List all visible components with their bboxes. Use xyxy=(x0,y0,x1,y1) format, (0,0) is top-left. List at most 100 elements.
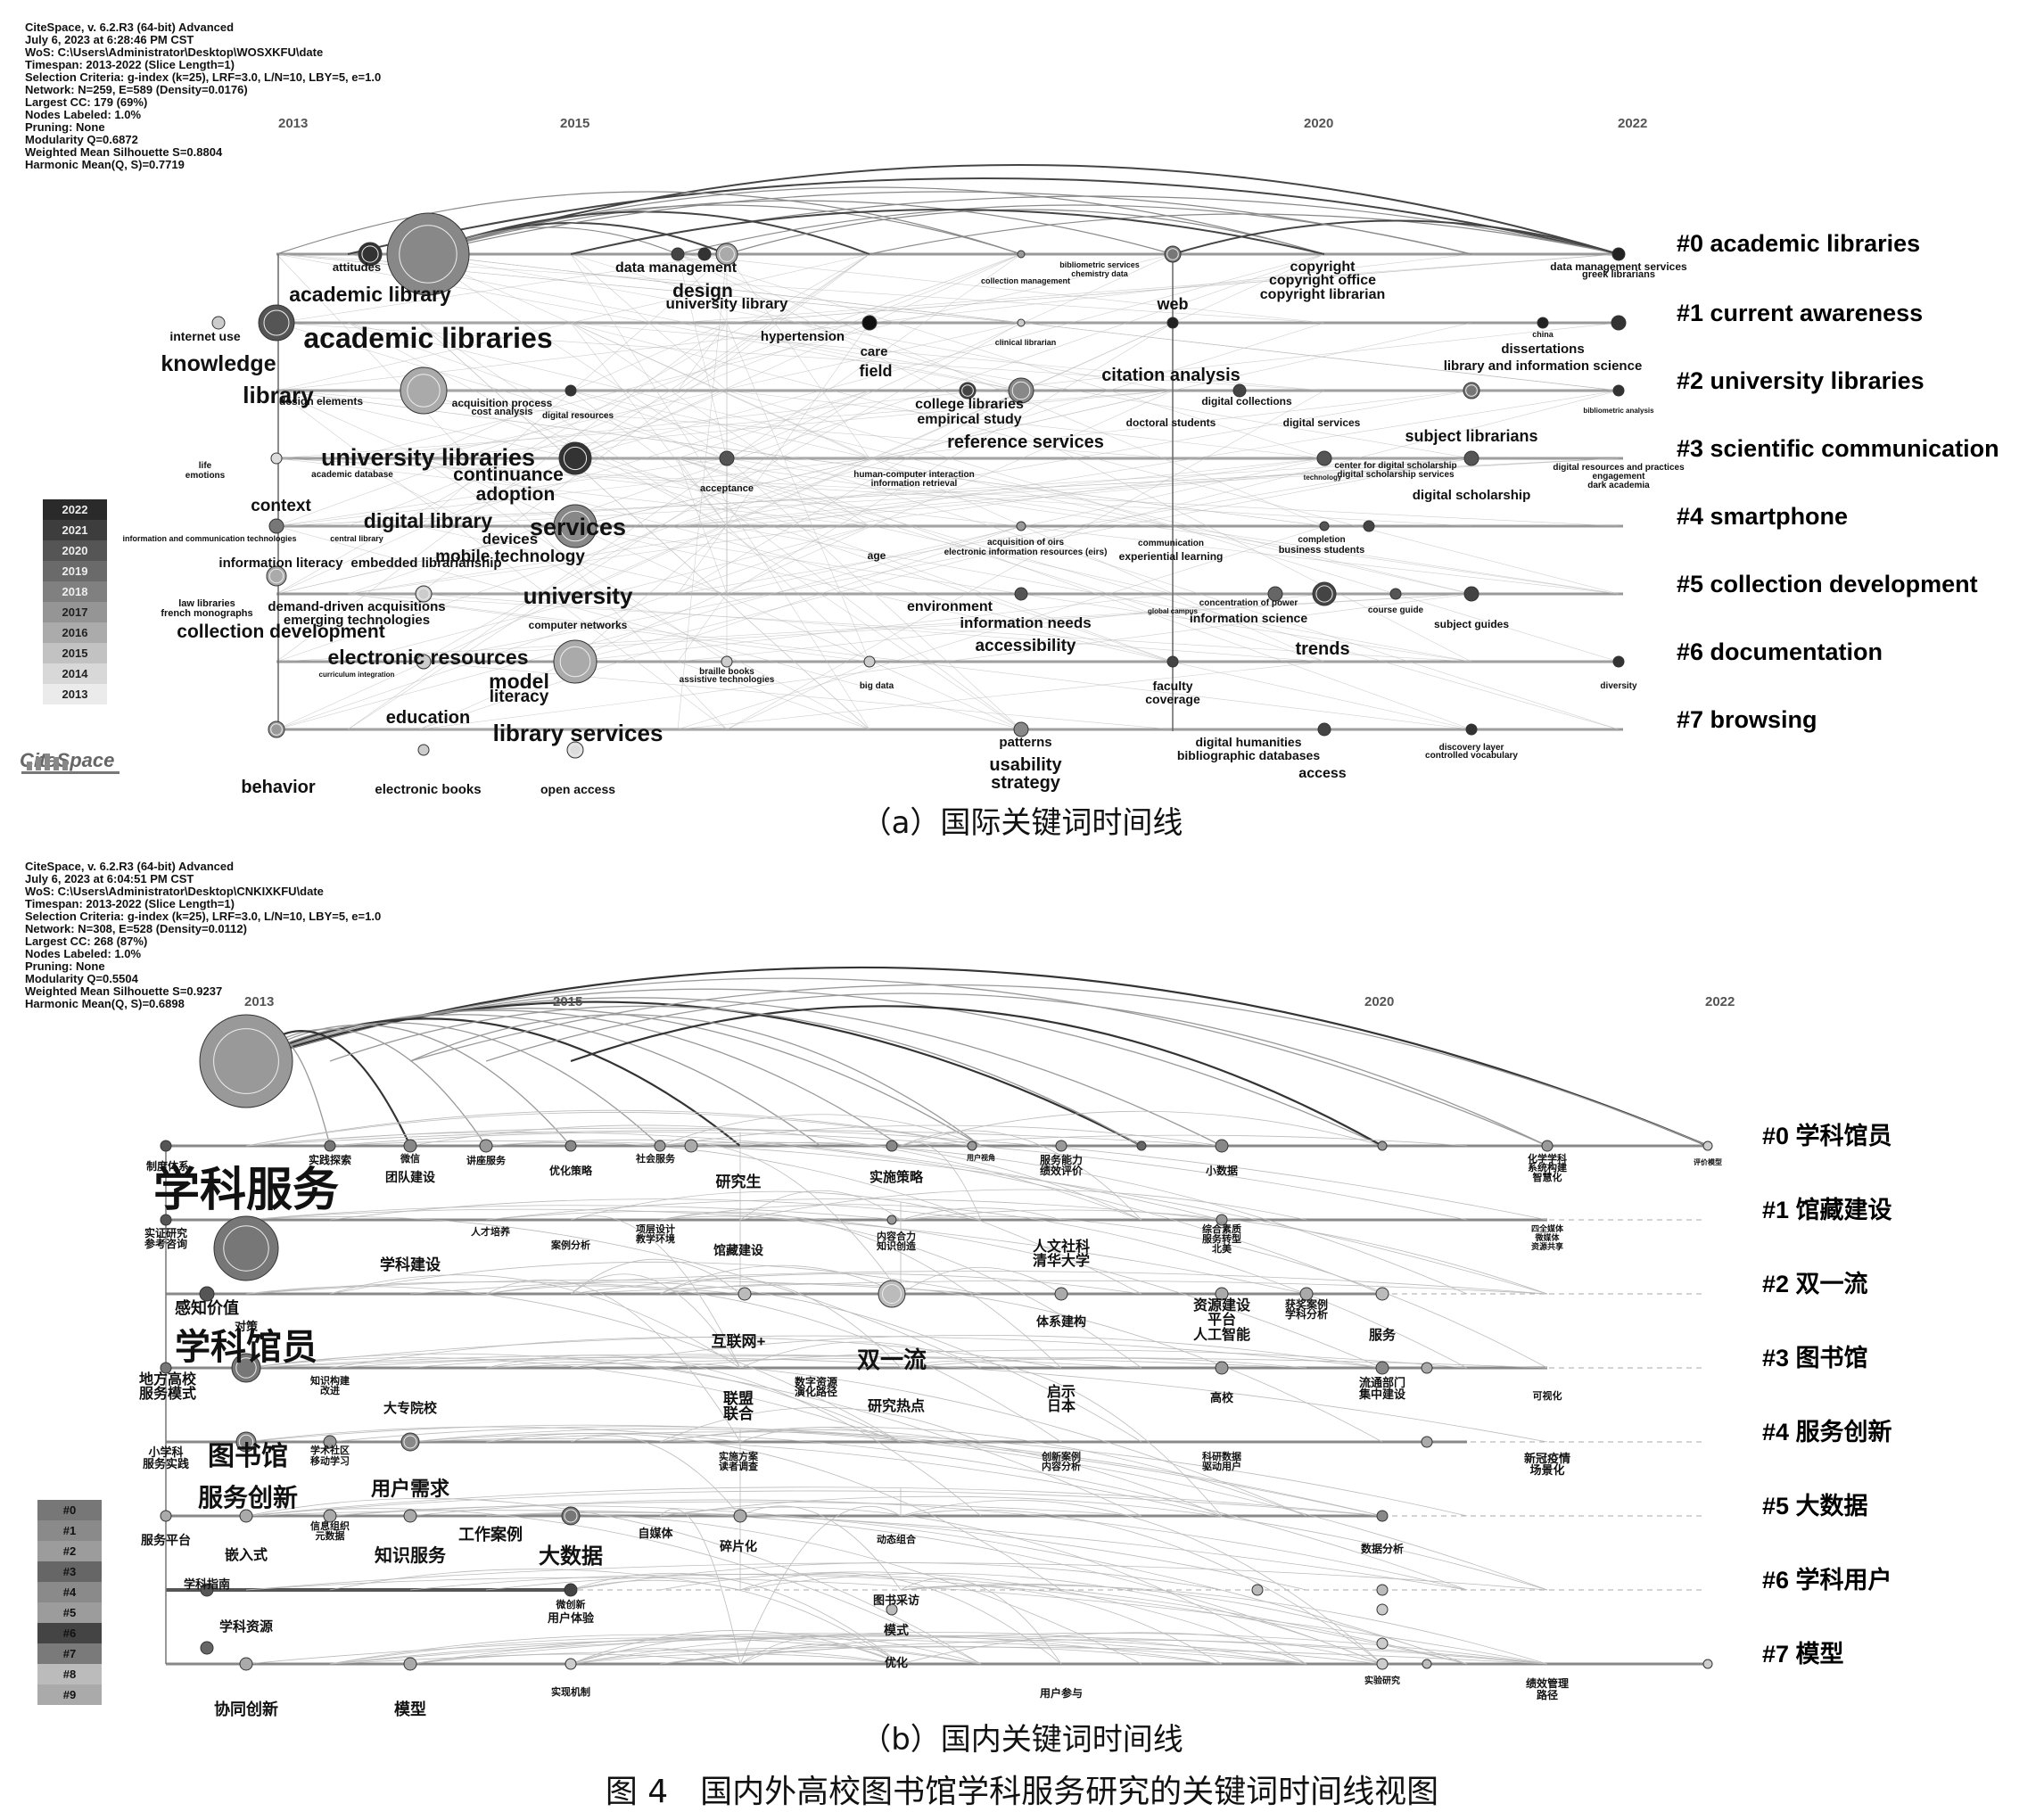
cross-cluster-link xyxy=(347,253,1022,527)
citation-link xyxy=(347,177,1620,255)
keyword-node xyxy=(1215,1139,1229,1153)
citation-link xyxy=(570,1630,902,1665)
citation-link xyxy=(900,1130,1142,1221)
cross-cluster-link xyxy=(726,390,1325,730)
keyword-node xyxy=(323,1509,337,1523)
keyword-label: academic library xyxy=(289,283,451,306)
citation-link xyxy=(245,977,1548,1147)
cross-cluster-link xyxy=(570,253,1022,391)
citation-link xyxy=(570,1215,741,1369)
keyword-label: 元数据 xyxy=(315,1531,345,1542)
node-ring xyxy=(961,384,974,397)
keyword-label: technology xyxy=(1303,474,1342,482)
citation-link xyxy=(245,1024,572,1147)
node-ring xyxy=(361,245,379,263)
keyword-label: information literacy xyxy=(218,556,343,571)
citation-link xyxy=(245,1017,741,1147)
cross-cluster-link xyxy=(677,253,1472,663)
cluster-label-4: #4 服务创新 xyxy=(1762,1419,1892,1445)
citation-link xyxy=(900,1499,1383,1665)
cross-cluster-link xyxy=(276,253,1022,595)
citation-link xyxy=(418,191,1472,255)
citation-link xyxy=(900,1134,1468,1147)
keyword-label: discovery layer xyxy=(1438,743,1504,753)
keyword-node xyxy=(1017,318,1026,327)
citation-link xyxy=(409,1574,1468,1665)
keyword-node xyxy=(1375,1287,1389,1301)
network-metadata: CiteSpace, v. 6.2.R3 (64-bit) Advanced J… xyxy=(25,861,381,1010)
citation-link xyxy=(659,1211,1062,1369)
keyword-label: patterns xyxy=(999,735,1052,750)
keyword-node xyxy=(1232,383,1247,398)
keyword-node xyxy=(1014,587,1028,601)
keyword-label: assistive technologies xyxy=(679,675,775,685)
citation-link xyxy=(900,1509,1383,1665)
keyword-label: 碎片化 xyxy=(720,1539,757,1553)
keyword-node xyxy=(417,744,430,756)
cross-cluster-link xyxy=(570,525,1472,730)
node-ring xyxy=(417,588,430,600)
keyword-node xyxy=(564,1583,578,1597)
keyword-label: 小数据 xyxy=(1205,1165,1239,1177)
cross-cluster-link xyxy=(418,322,1022,730)
keyword-node xyxy=(1215,1361,1229,1375)
keyword-label: 学科建设 xyxy=(380,1256,441,1273)
citation-link xyxy=(739,1572,1062,1665)
keyword-label: design elements xyxy=(278,395,364,408)
keyword-label: 研究热点 xyxy=(867,1399,926,1414)
keyword-label: 感知价值 xyxy=(175,1299,239,1317)
legend-swatch: #4 xyxy=(37,1582,102,1602)
citation-link xyxy=(418,186,1325,255)
citation-link xyxy=(245,1486,1383,1517)
keyword-node xyxy=(654,1140,666,1152)
keyword-label: digital humanities xyxy=(1195,735,1302,749)
keyword-label: 实施方案 xyxy=(719,1452,758,1462)
keyword-label: 服务实践 xyxy=(142,1457,190,1470)
cross-cluster-link xyxy=(677,390,1022,595)
keyword-node xyxy=(403,1139,417,1153)
cross-cluster-link xyxy=(276,457,1472,527)
keyword-node xyxy=(1463,450,1479,466)
year-label: 2022 xyxy=(1705,994,1735,1009)
keyword-label: academic database xyxy=(311,470,393,480)
cross-cluster-link xyxy=(677,661,1325,730)
cross-cluster-link xyxy=(677,457,1472,595)
citation-link xyxy=(739,1573,1383,1665)
cluster-label-5: #5 collection development xyxy=(1677,571,1978,597)
node-ring xyxy=(235,1357,257,1379)
keyword-label: 教学环境 xyxy=(636,1234,675,1245)
keyword-label: 学科分析 xyxy=(1284,1308,1329,1321)
keyword-label: digital collections xyxy=(1201,395,1292,408)
year-label: 2013 xyxy=(278,116,309,131)
cross-cluster-link xyxy=(276,253,1325,730)
keyword-label: 内容合力 xyxy=(877,1231,916,1242)
cross-cluster-link xyxy=(347,593,1472,663)
citation-link xyxy=(900,1632,1383,1665)
keyword-label: dissertations xyxy=(1501,342,1585,357)
keyword-node xyxy=(721,655,733,668)
keyword-node xyxy=(1702,1141,1713,1151)
citation-link xyxy=(245,1208,1307,1295)
citation-link xyxy=(659,1509,741,1665)
keyword-label: 创新案例 xyxy=(1042,1452,1081,1462)
legend-swatch: #8 xyxy=(37,1664,102,1684)
panel-caption-a: （a）国际关键词时间线 xyxy=(861,805,1183,841)
cluster-color-legend: #0#1#2#3#4#5#6#7#8#9 xyxy=(37,1500,102,1705)
citation-link xyxy=(485,1355,982,1517)
citation-link xyxy=(570,1650,902,1665)
keyword-label: devices xyxy=(482,531,539,548)
keyword-node xyxy=(1016,521,1026,531)
keyword-label: 获奖案例 xyxy=(1284,1298,1329,1311)
keyword-node xyxy=(671,247,685,261)
legend-swatch: 2019 xyxy=(43,561,107,581)
keyword-label: 模型 xyxy=(394,1701,426,1718)
cross-cluster-link xyxy=(276,525,1022,730)
citation-link xyxy=(409,1271,1548,1295)
keyword-label: digital scholarship services xyxy=(1337,470,1455,480)
keyword-label: french monographs xyxy=(161,608,253,619)
keyword-label: 流通部门 xyxy=(1358,1376,1406,1389)
citation-link xyxy=(659,1264,902,1295)
timeline-network-international xyxy=(211,164,1627,759)
keyword-label: 用户需求 xyxy=(370,1478,450,1500)
keyword-node xyxy=(1166,317,1179,329)
